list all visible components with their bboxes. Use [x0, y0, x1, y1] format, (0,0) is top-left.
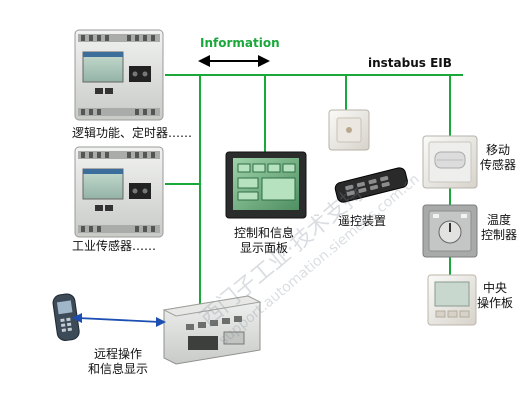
wall-switch-icon: [328, 109, 370, 151]
central-panel-icon: [427, 274, 477, 326]
thermostat-icon: [422, 204, 478, 258]
eib-bus-lines: [165, 74, 463, 321]
remote-display-caption-line1: 远程操作: [94, 347, 143, 361]
logo-bottom-caption: 工业传感器……: [72, 239, 157, 253]
motion-caption-line1: 移动: [486, 143, 511, 157]
remote-display-caption: 远程操作 和信息显示: [88, 347, 148, 377]
panel-caption-line1: 控制和信息: [234, 226, 295, 240]
central-caption-line2: 操作板: [477, 296, 514, 310]
logo-controller-icon: [74, 146, 164, 238]
remote-link-arrow: [72, 313, 166, 327]
touch-panel-icon: [225, 151, 307, 219]
panel-caption-line2: 显示面板: [240, 241, 289, 255]
central-caption-line1: 中央: [483, 281, 508, 295]
eib-label: instabus EIB: [368, 56, 452, 70]
motion-caption-line2: 传感器: [480, 158, 517, 172]
logo-top-caption: 逻辑功能、定时器……: [72, 126, 193, 140]
remote-display-caption-line2: 和信息显示: [88, 362, 149, 376]
motion-sensor-icon: [422, 135, 478, 189]
information-label: Information: [200, 36, 280, 50]
gateway-module-icon: [162, 295, 262, 365]
motion-caption: 移动 传感器: [480, 143, 516, 173]
remote-caption: 遥控装置: [338, 214, 387, 228]
remote-control-icon: [334, 167, 408, 203]
temperature-caption-line1: 温度: [487, 213, 512, 227]
temperature-caption-line2: 控制器: [481, 228, 518, 242]
logo-controller-icon: [74, 29, 164, 121]
temperature-caption: 温度 控制器: [481, 213, 517, 243]
information-arrow: [198, 55, 270, 67]
central-caption: 中央 操作板: [477, 281, 513, 311]
panel-caption: 控制和信息 显示面板: [234, 226, 294, 256]
